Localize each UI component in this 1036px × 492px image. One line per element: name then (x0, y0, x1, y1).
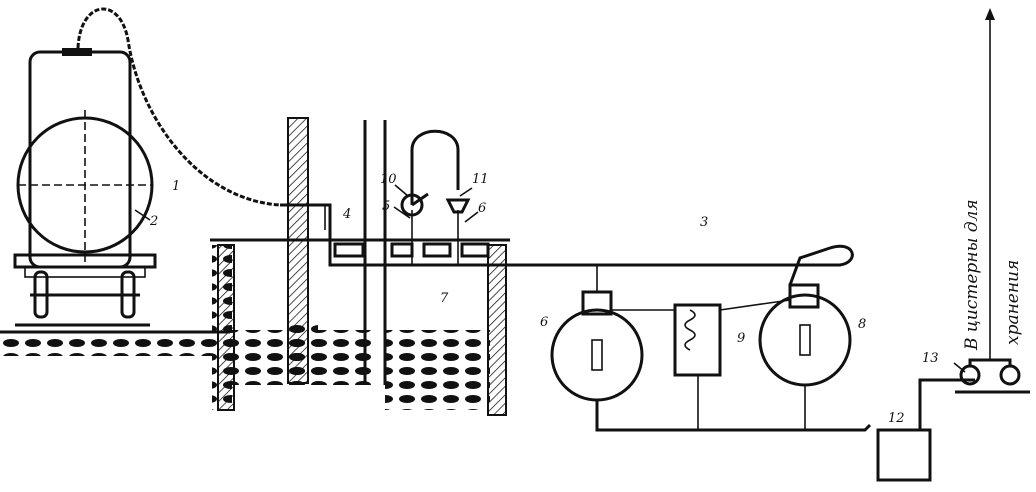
pump (955, 8, 1030, 394)
label-6-collector: 6 (540, 315, 548, 330)
building (210, 117, 510, 416)
label-10: 10 (380, 172, 397, 187)
flexible-hose (76, 7, 330, 207)
label-5: 5 (382, 199, 390, 214)
label-2: 2 (149, 214, 158, 229)
label-12: 12 (888, 411, 905, 426)
collector-right (758, 283, 852, 387)
sight-glass (445, 198, 471, 214)
label-7: 7 (440, 291, 449, 306)
ground (0, 245, 490, 410)
pressure-gauge (400, 193, 424, 217)
collector-left (550, 265, 644, 402)
label-6-valve: 6 (478, 201, 486, 216)
label-11: 11 (472, 172, 489, 187)
label-3: 3 (700, 215, 708, 230)
label-9: 9 (737, 331, 745, 346)
filter (673, 303, 722, 377)
leader-lines (134, 184, 966, 373)
destination-label-line2: хранения (1003, 260, 1023, 345)
pipeline (280, 203, 854, 286)
intermediate-tank (876, 428, 932, 482)
label-8: 8 (858, 317, 866, 332)
label-13: 13 (922, 351, 939, 366)
label-4: 4 (342, 207, 351, 222)
tank-car (0, 48, 230, 334)
label-1: 1 (172, 179, 180, 194)
destination-label-line1: В цистерны для (962, 199, 982, 351)
